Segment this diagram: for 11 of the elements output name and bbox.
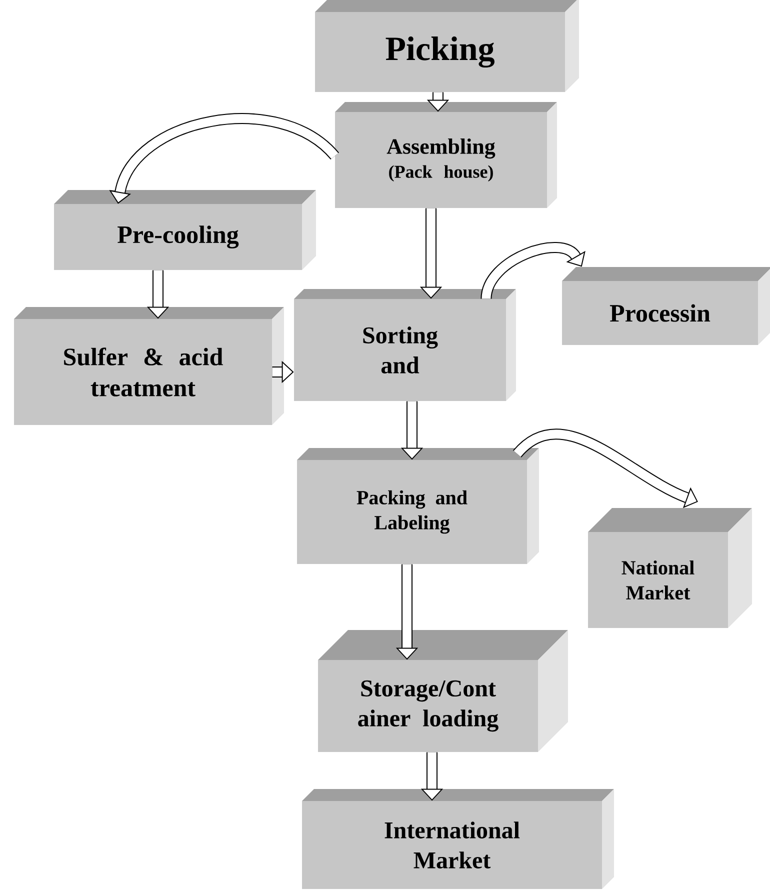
process-box: International Market (302, 789, 614, 889)
process-box: Packing and Labeling (297, 448, 539, 564)
process-box: Assembling (Pack house) (335, 102, 557, 208)
process-box: National Market (588, 508, 752, 628)
process-box: Sulfer & acid treatment (14, 307, 284, 425)
process-box: Processin (562, 267, 770, 345)
process-box: Pre-cooling (54, 190, 316, 270)
process-box: Storage/Cont ainer loading (318, 630, 568, 752)
process-box: Picking (315, 0, 579, 92)
block-arrow (480, 242, 586, 300)
process-box: Sorting and (294, 289, 516, 401)
